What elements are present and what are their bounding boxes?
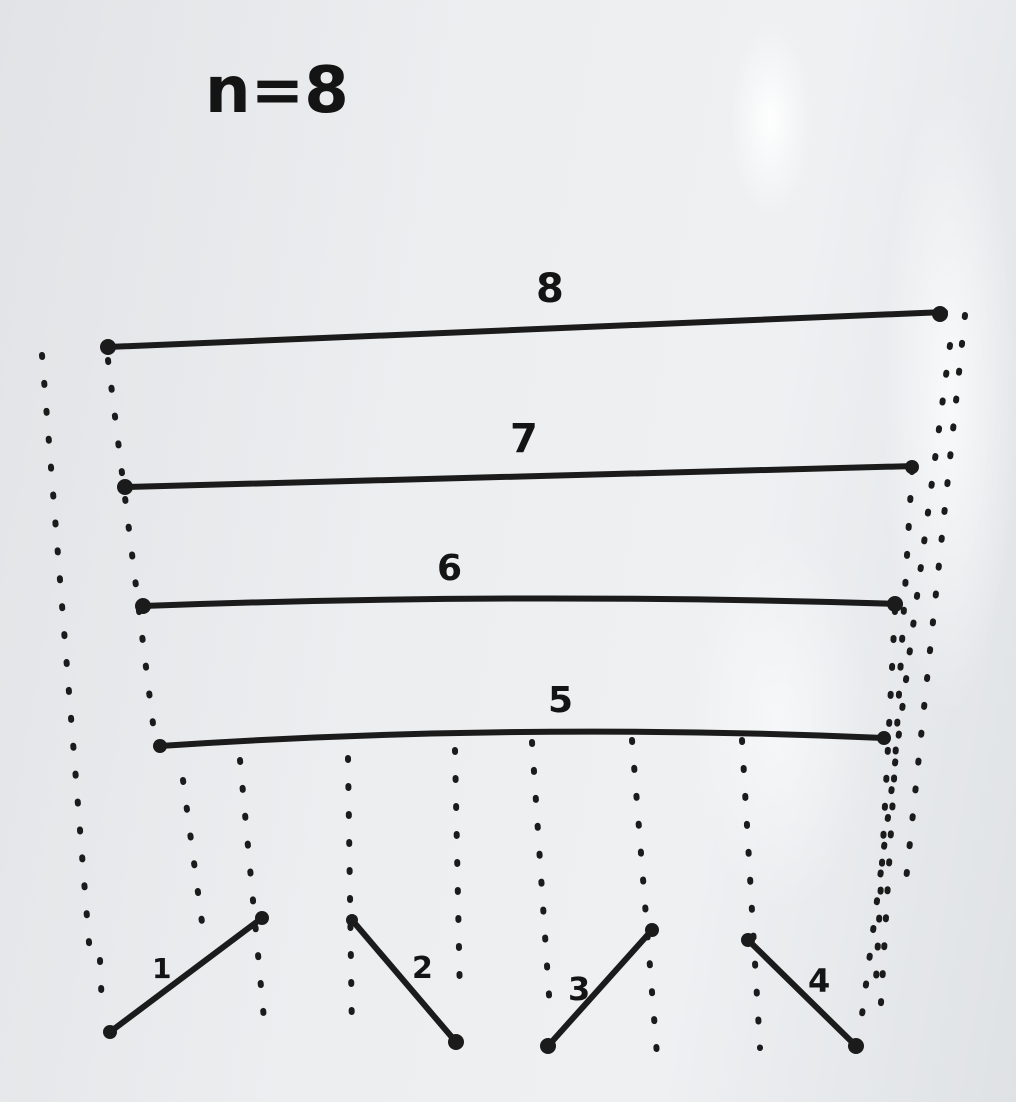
dotted-connector	[902, 312, 968, 893]
dotted-connector	[345, 755, 355, 1038]
endpoint-dot	[448, 1034, 464, 1050]
title-text: n=8	[205, 54, 349, 128]
endpoint-dot	[540, 1038, 556, 1054]
endpoint-dot	[103, 1025, 117, 1039]
endpoint-dot	[100, 339, 116, 355]
segment-label-4: 4	[808, 962, 830, 1000]
dotted-connector	[739, 737, 763, 1051]
endpoint-dot	[932, 306, 948, 322]
segment-line-3	[545, 927, 655, 1049]
level-line-7	[122, 463, 918, 490]
dotted-connector	[180, 777, 208, 948]
level-line-6	[140, 595, 903, 609]
dotted-connector	[237, 757, 268, 1033]
dotted-connector	[529, 739, 553, 1013]
dotted-connector	[877, 467, 915, 1023]
dotted-connector	[452, 747, 463, 1003]
dotted-connector	[857, 342, 953, 1033]
endpoint-dot	[153, 739, 167, 753]
level-label-7: 7	[510, 416, 538, 462]
level-label-5: 5	[548, 680, 573, 721]
segment-line-2	[349, 917, 459, 1045]
endpoint-dot	[877, 731, 891, 745]
endpoint-dot	[255, 911, 269, 925]
endpoint-dot	[905, 460, 919, 474]
dotted-connector	[629, 737, 660, 1058]
dotted-connector	[105, 357, 158, 743]
segment-label-3: 3	[568, 970, 590, 1008]
level-label-6: 6	[437, 548, 462, 589]
level-line-5	[157, 728, 887, 749]
level-line-8	[105, 309, 948, 350]
segment-label-2: 2	[412, 951, 433, 986]
endpoint-dot	[117, 479, 133, 495]
endpoint-dot	[887, 596, 903, 612]
segment-line-4	[745, 937, 859, 1049]
segment-line-1	[107, 915, 265, 1035]
dotted-connector	[872, 607, 898, 1003]
segment-label-1: 1	[152, 952, 171, 985]
level-label-8: 8	[536, 266, 564, 312]
endpoint-dot	[346, 914, 358, 926]
endpoint-dot	[848, 1038, 864, 1054]
dotted-connector	[97, 957, 105, 1011]
dotted-connector	[39, 352, 93, 958]
